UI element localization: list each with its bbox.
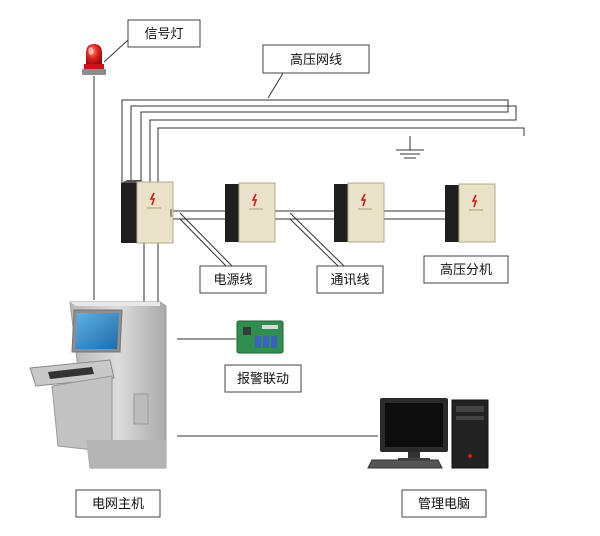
signal-light-icon — [82, 44, 106, 300]
hv-cabinet-2 — [225, 182, 276, 243]
power-comm-bus — [173, 210, 446, 220]
alarm-linkage-label-box — [224, 364, 302, 393]
hv-sub-unit-label-box — [423, 255, 509, 284]
mgmt-pc-icon — [367, 398, 489, 469]
host-feed-wires — [143, 242, 159, 302]
signal-light-label: 信号灯 — [144, 27, 183, 42]
hv-cabinet-4 — [445, 183, 496, 243]
hv-net-label-box — [262, 44, 370, 74]
hv-net-label: 高压网线 — [290, 52, 342, 68]
hv-sub-unit-label: 高压分机 — [440, 262, 492, 278]
ground-icon — [396, 136, 424, 159]
alarm-board-icon — [236, 320, 284, 354]
power-line-label: 电源线 — [213, 273, 252, 288]
grid-host-label: 电网主机 — [92, 497, 144, 512]
power-line-pointer — [179, 212, 233, 267]
power-line-label-box — [199, 265, 267, 294]
mgmt-pc-label: 管理电脑 — [418, 497, 470, 512]
alarm-linkage-label: 报警联动 — [237, 371, 289, 387]
comm-line-label-box — [316, 265, 384, 294]
signal-light-label-box — [127, 19, 201, 48]
mgmt-pc-label-box — [401, 489, 487, 518]
grid-host-console — [29, 301, 167, 469]
hv-net-wires — [121, 99, 525, 183]
hv-cabinet-1 — [121, 180, 174, 244]
grid-host-label-box — [75, 489, 161, 518]
comm-line-label: 通讯线 — [330, 273, 369, 288]
comm-line-pointer — [289, 212, 345, 267]
hv-cabinet-3 — [334, 182, 385, 243]
